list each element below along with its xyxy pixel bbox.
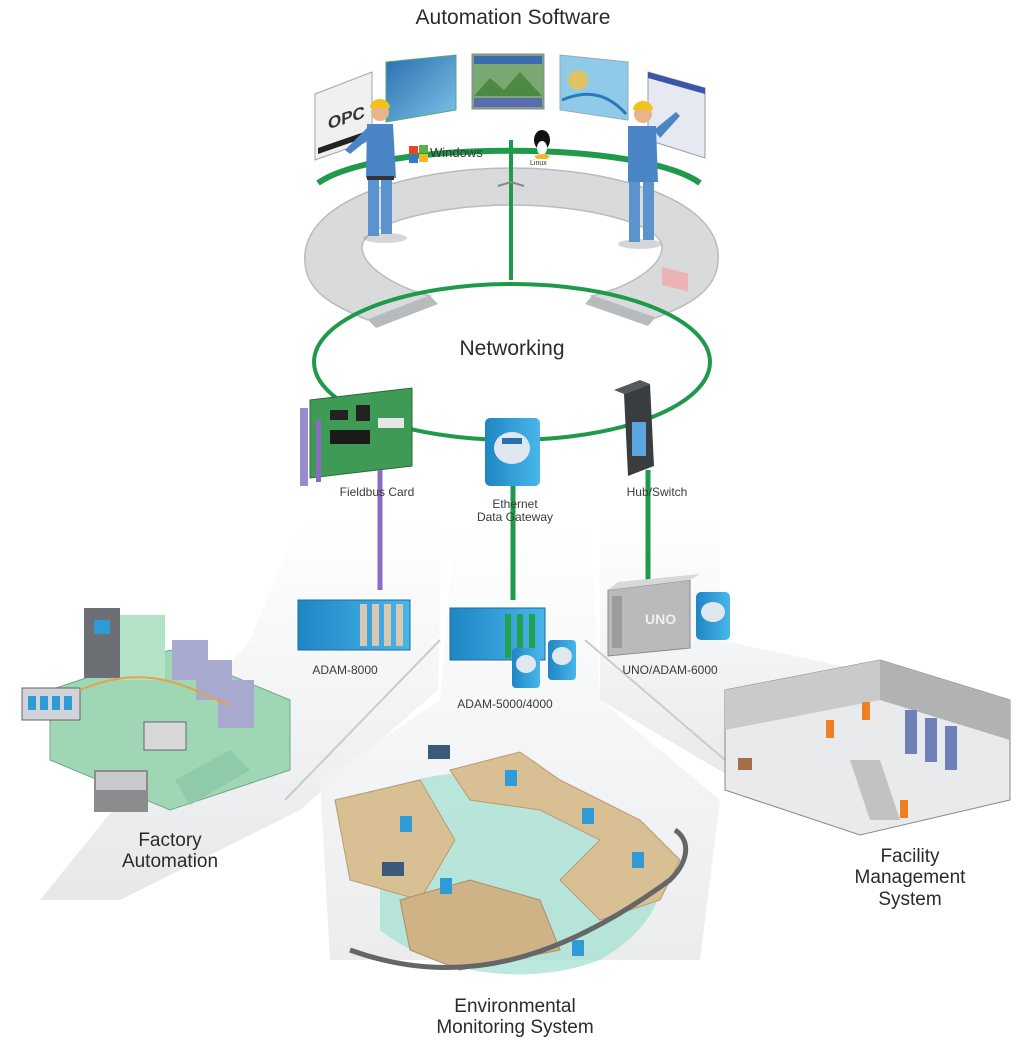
factory-automation-label: Factory Automation: [121, 830, 219, 873]
uno-device-text: UNO: [645, 611, 676, 627]
ethernet-gateway-device: [485, 418, 540, 486]
networking-label: Networking: [459, 337, 565, 360]
adam5000-device: [449, 607, 576, 688]
scada-screen: [471, 53, 545, 110]
uno-device: UNO: [607, 574, 730, 657]
platform-edge: [368, 296, 438, 328]
hmi-screen: [385, 54, 457, 123]
environmental-monitoring-label: Environmental Monitoring System: [436, 996, 594, 1039]
title-automation-software: Automation Software: [415, 6, 611, 29]
uno-adam6000-label: UNO/ADAM-6000: [622, 663, 718, 677]
windows-logo: [409, 145, 428, 163]
opc-screen: OPC: [314, 71, 373, 161]
ethernet-gateway-label: Ethernet Data Gateway: [476, 497, 554, 525]
data-screen: [559, 54, 629, 121]
windows-label: Windows: [430, 145, 483, 160]
linux-tux-icon: [534, 130, 550, 159]
beam-edge: [284, 639, 441, 801]
hub-switch-device: [614, 380, 654, 476]
environmental-monitoring-scene: [334, 745, 689, 975]
fieldbus-card-device: [300, 387, 413, 486]
software-bus: [316, 140, 702, 280]
platform-edge: [585, 296, 655, 326]
facility-management-label: Facility Management System: [854, 846, 966, 910]
fieldbus-card-label: Fieldbus Card: [339, 485, 415, 499]
factory-automation-scene: [21, 608, 291, 812]
facility-management-scene: [724, 659, 1011, 836]
adam8000-label: ADAM-8000: [312, 663, 378, 677]
worker-left: [345, 99, 407, 243]
hub-switch-label: Hub/Switch: [626, 485, 688, 499]
adam5000-label: ADAM-5000/4000: [457, 697, 553, 711]
worker-right: [618, 101, 680, 249]
linux-label: Linux: [530, 160, 547, 167]
adam8000-device: [297, 599, 411, 651]
